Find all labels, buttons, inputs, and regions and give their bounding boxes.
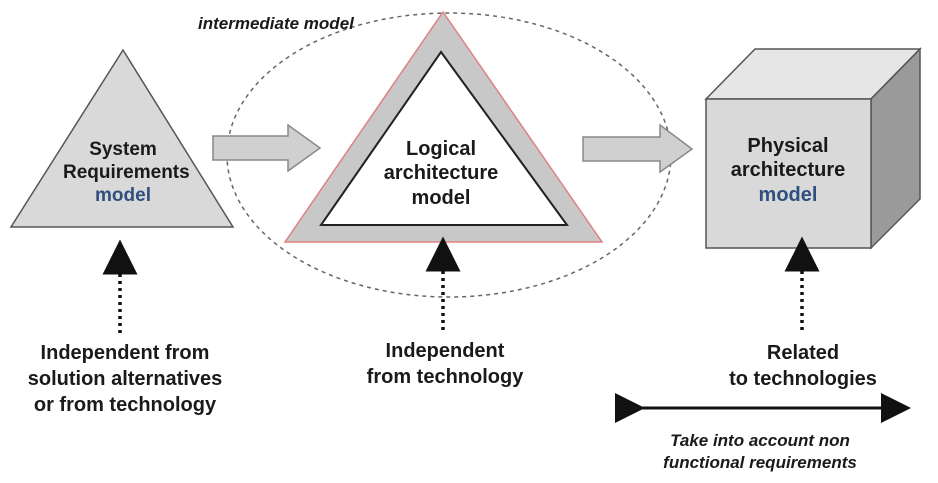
note-middle-line2: from technology	[366, 366, 524, 388]
range-note-line1: Take into account non	[670, 431, 850, 450]
note-right-line1: Related	[766, 342, 840, 364]
note-left-line2: solution alternatives	[27, 368, 223, 390]
physical-architecture-label: Physical architecture model	[728, 134, 848, 207]
note-right-line2: to technologies	[729, 368, 877, 390]
physical-label-line1: Physical	[747, 135, 829, 157]
flow-arrow-1	[212, 123, 322, 173]
range-note: Take into account non functional require…	[640, 430, 880, 474]
system-label-model: model	[95, 185, 151, 207]
logical-label-line3: model	[411, 186, 471, 209]
note-middle-line1: Independent	[385, 340, 505, 362]
note-left-line3: or from technology	[33, 394, 217, 416]
logical-architecture-label: Logical architecture model	[381, 137, 501, 210]
physical-label-model: model	[758, 183, 818, 206]
system-label-line1: System	[89, 139, 157, 160]
range-note-line2: functional requirements	[663, 453, 857, 473]
note-left-line1: Independent from	[40, 342, 210, 364]
note-middle: Independent from technology	[345, 338, 545, 390]
note-right: Related to technologies	[703, 340, 903, 392]
note-left: Independent from solution alternatives o…	[0, 340, 250, 418]
system-label-line2: Requirements	[63, 162, 190, 184]
physical-label-line2: architecture	[730, 159, 846, 182]
logical-label-line1: Logical	[405, 138, 476, 160]
logical-architecture-inner-triangle	[319, 50, 569, 226]
intermediate-model-label: intermediate model	[198, 14, 354, 33]
system-requirements-triangle	[9, 48, 235, 228]
system-requirements-label: System Requirements model	[63, 138, 190, 208]
flow-arrow-2	[582, 123, 694, 174]
logical-label-line2: architecture	[383, 162, 499, 185]
